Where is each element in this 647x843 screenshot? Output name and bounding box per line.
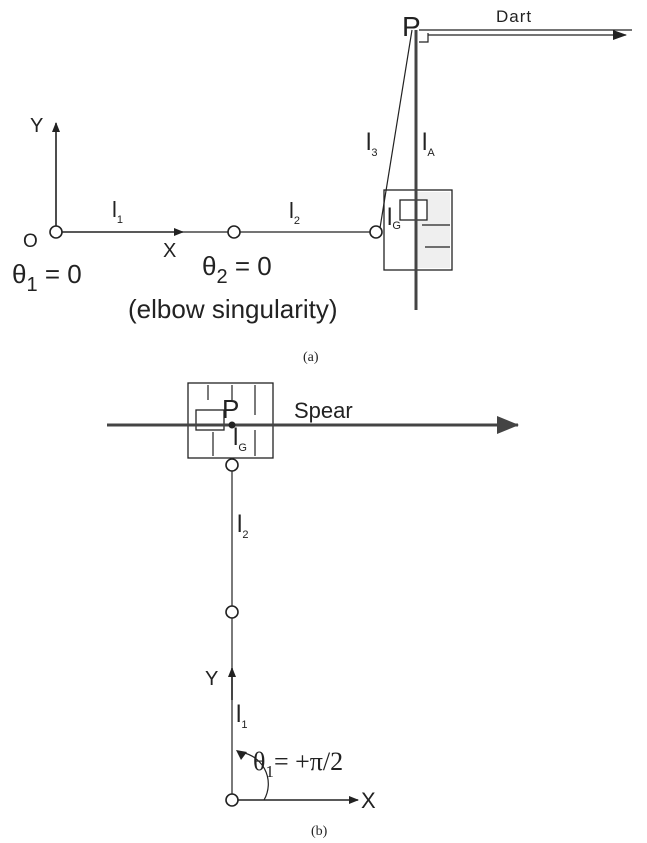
link3-line (379, 29, 413, 229)
elbow-singularity-note: (elbow singularity) (128, 294, 338, 324)
link-a-label: lA (422, 129, 435, 159)
y-axis-label: Y (30, 115, 43, 137)
theta1-label-b: θ1= +π/2 (253, 747, 343, 781)
theta1-label: θ1 = 0 (12, 259, 82, 296)
wrist-joint-b (225, 458, 239, 472)
link1-label-b: l1 (236, 701, 247, 731)
wrist-joint (369, 225, 383, 239)
link2-label: l2 (289, 198, 300, 227)
x-axis-label: X (163, 240, 176, 262)
y-axis-label-b: Y (205, 668, 218, 690)
origin-joint (49, 225, 63, 239)
caption-a: (a) (303, 350, 319, 365)
gripper-slot (399, 199, 428, 221)
panel-b: Spear P lG l2 Y l1 X θ1= +π/2 (b) (107, 382, 519, 839)
gripper-slot-b (195, 409, 225, 431)
link-g-label: lG (387, 204, 401, 232)
x-axis-label-b: X (361, 788, 376, 813)
spear-label: Spear (294, 398, 353, 423)
point-p-label-b: P (222, 394, 239, 424)
link3-label: l3 (366, 129, 377, 159)
link1-label: l1 (112, 197, 123, 226)
panel-a: Y X O l1 l2 θ1 = 0 θ2 = 0 (elbow singula… (12, 7, 632, 365)
link-g-label-b: lG (233, 424, 247, 454)
elbow-joint (227, 225, 241, 239)
right-angle-mark (419, 33, 429, 43)
elbow-joint-b (225, 605, 239, 619)
theta1-arc-arrowhead (236, 750, 247, 760)
origin-label: O (23, 231, 38, 252)
point-p-dot (228, 421, 236, 429)
link2-label-b: l2 (237, 511, 248, 541)
dart-label: Dart (496, 7, 532, 26)
base-joint-b (225, 793, 239, 807)
caption-b: (b) (311, 824, 328, 839)
theta2-label: θ2 = 0 (202, 251, 272, 288)
point-p-label: P (402, 11, 421, 42)
